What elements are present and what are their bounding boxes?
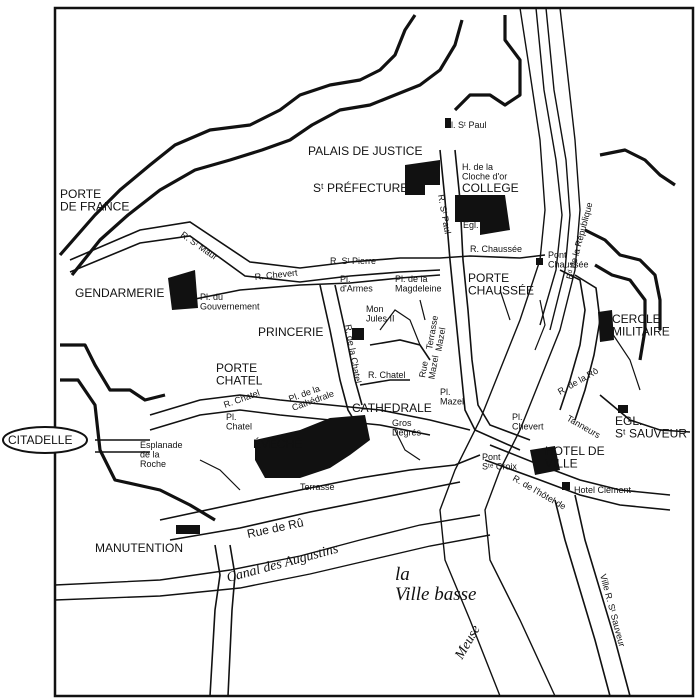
label-cathedrale: CATHEDRALE [352, 401, 432, 415]
label-r-chatel-west: R. Chatel [222, 388, 261, 410]
citadelle-oval [2, 426, 88, 454]
label-citadelle: CITADELLE [8, 433, 72, 447]
label-r-st-pierre: R. Sᵗ Pierre [330, 256, 376, 266]
hotel-clement-building [562, 482, 570, 490]
label-egl: Egl. [463, 220, 479, 230]
label-r-chatel: R. Chatel [368, 370, 406, 380]
minor-lanes [199, 289, 641, 491]
college-building [455, 195, 510, 235]
label-r-chaussee: R. Chaussée [470, 244, 522, 254]
label-gendarmerie: GENDARMERIE [75, 286, 164, 300]
label-rue-mazel: RueMazel [417, 353, 440, 380]
label-r-chevert: R. Chevert [254, 267, 298, 281]
river-meuse [439, 7, 581, 697]
label-palais-de-justice: PALAIS DE JUSTICE [308, 144, 422, 158]
label-pl-darmes: Pl.d'Armes [340, 274, 373, 294]
st-prefecture-building [405, 160, 440, 195]
label-terrasse: Terrasse [300, 482, 335, 492]
gendarmerie-building [168, 270, 198, 310]
label-pl-chevert: Pl.Chevert [512, 412, 544, 432]
label-r-de-la-ro: R. de la Rô [556, 366, 600, 397]
label-r-st-maur: R. Sᵗ Maur [179, 229, 220, 262]
pl-st-paul-building [445, 118, 451, 128]
pont-chaussee-gate [536, 258, 543, 265]
canal-des-augustins [54, 514, 491, 601]
label-college: COLLEGE [462, 181, 519, 195]
egl-st-sauveur-building [618, 405, 628, 413]
label-st-prefecture: Sᵗ PRÉFECTURE [313, 180, 408, 195]
street-network [69, 149, 691, 697]
label-pl-st-paul: Pl. Sᵗ Paul [445, 120, 487, 130]
label-terrasse-mazel: TerrasseMazel [424, 315, 449, 352]
label-manutention: MANUTENTION [95, 541, 183, 555]
buildings [168, 118, 628, 534]
label-pl-chatel: Pl.Chatel [226, 412, 252, 432]
label-pl-mazel: Pl.Mazel [440, 387, 464, 407]
manutention-building [176, 525, 200, 534]
map-frame [53, 6, 695, 698]
hotel-de-ville-building [530, 446, 560, 475]
monument-jules-ii [352, 328, 364, 340]
label-r-de-lhotel-de-ville: R. de l'hôtel de [511, 473, 568, 512]
cathedrale-building [255, 415, 370, 478]
label-r-st-sauveur: Ville R. Sᵗ Sauveur [598, 573, 627, 648]
label-r-des-tanneurs: Tanneurs [565, 413, 602, 440]
label-hotel-clement: Hotel Clément [574, 485, 632, 495]
label-eveche: ÉVÊCHÉ [253, 436, 302, 451]
label-princerie: PRINCERIE [258, 325, 323, 339]
fortification-walls [58, 14, 676, 522]
cercle-militaire-building [598, 310, 614, 342]
label-pl-de-la-cathedrale: Pl. de laCathédrale [287, 379, 335, 412]
label-r-st-paul: R. Sᵗ Paul [436, 194, 453, 235]
label-egl-st-sauveur: EGL.Sᵗ SAUVEUR [615, 414, 687, 441]
